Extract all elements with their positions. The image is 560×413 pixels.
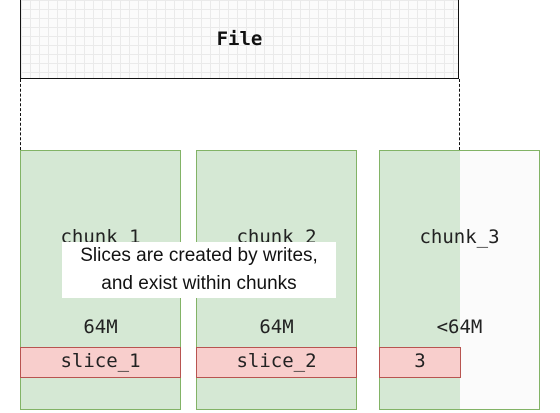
file-label: File xyxy=(216,28,263,50)
slices-note-line-1: Slices are created by writes, xyxy=(80,245,318,266)
slices-note-line-2: and exist within chunks xyxy=(101,273,297,294)
chunk-3-size: <64M xyxy=(436,316,483,338)
chunk-2-size: 64M xyxy=(259,316,294,338)
slice-1: slice_1 xyxy=(20,347,181,378)
file-left-dashed-connector xyxy=(20,79,21,150)
chunk-3-name: chunk_3 xyxy=(419,226,500,248)
chunk-1-size: 64M xyxy=(83,316,118,338)
file-right-dashed-connector xyxy=(459,79,460,150)
slices-note: Slices are created by writes, and exist … xyxy=(62,242,336,298)
chunk-3-label: chunk_3 <64M xyxy=(379,162,540,402)
chunk-3-unfilled-box xyxy=(460,150,540,410)
slice-2: slice_2 xyxy=(196,347,357,378)
file-box xyxy=(20,0,459,79)
slice-3: 3 xyxy=(379,347,461,378)
